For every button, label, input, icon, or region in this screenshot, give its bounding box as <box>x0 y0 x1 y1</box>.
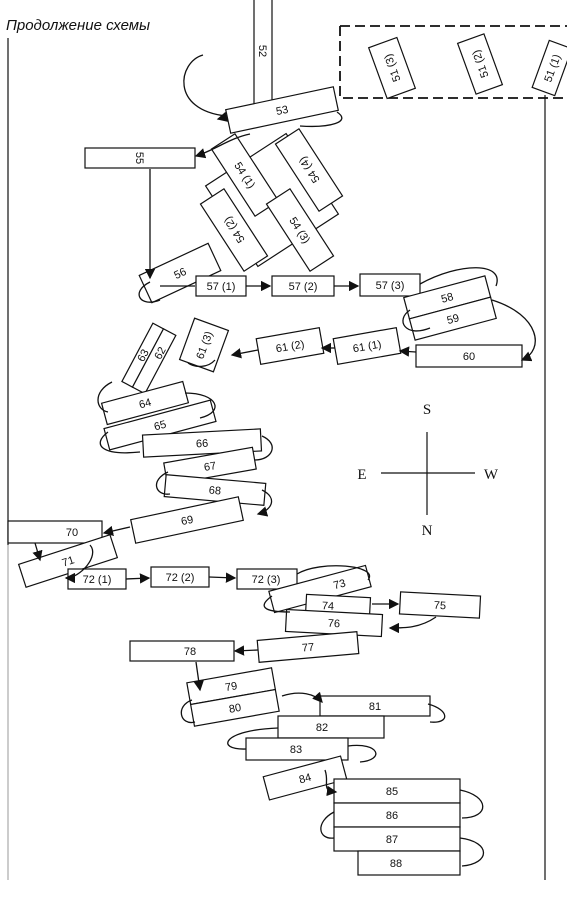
svg-text:61 (1): 61 (1) <box>352 339 382 356</box>
svg-text:83: 83 <box>290 744 302 756</box>
compass-south: S <box>423 402 431 418</box>
node-88: 88 <box>357 850 461 876</box>
compass-north: N <box>422 523 433 539</box>
svg-text:77: 77 <box>301 641 314 654</box>
svg-text:66: 66 <box>196 438 209 451</box>
node-76: 76 <box>284 608 384 638</box>
node-62-63: 63 62 <box>121 322 177 395</box>
node-72-1: 72 (1) <box>67 568 127 590</box>
node-60: 60 <box>415 344 523 368</box>
node-79-80: 79 80 <box>186 667 280 727</box>
node-77: 77 <box>256 631 360 663</box>
svg-text:72 (2): 72 (2) <box>166 572 195 584</box>
compass: S N E W <box>357 402 499 539</box>
svg-text:52: 52 <box>256 45 268 57</box>
compass-east: E <box>357 467 366 483</box>
svg-text:81: 81 <box>369 701 381 713</box>
node-64: 64 <box>100 380 190 426</box>
node-84: 84 <box>262 755 348 801</box>
svg-text:78: 78 <box>184 646 196 658</box>
node-57-3: 57 (3) <box>359 273 421 297</box>
node-72-3: 72 (3) <box>236 568 298 590</box>
node-61-2: 61 (2) <box>255 326 325 366</box>
node-83: 83 <box>245 737 349 761</box>
svg-text:53: 53 <box>275 104 289 118</box>
svg-text:72 (1): 72 (1) <box>83 574 112 586</box>
svg-text:70: 70 <box>66 527 78 539</box>
node-75: 75 <box>398 591 482 619</box>
svg-text:86: 86 <box>386 810 398 822</box>
svg-text:60: 60 <box>463 351 475 363</box>
svg-text:68: 68 <box>208 484 221 497</box>
scheme-title: Продолжение схемы <box>6 17 150 34</box>
node-54-3: 54 (3) <box>265 187 335 273</box>
node-58-59: 58 59 <box>403 275 497 341</box>
svg-text:74: 74 <box>322 600 335 613</box>
svg-text:73: 73 <box>332 577 347 592</box>
node-78: 78 <box>129 640 235 662</box>
svg-text:85: 85 <box>386 786 398 798</box>
node-65: 65 <box>103 399 217 451</box>
svg-text:69: 69 <box>180 514 194 528</box>
node-51-2: 51 (2) <box>456 33 504 95</box>
compass-west: W <box>484 467 499 483</box>
node-61-3: 61 (3) <box>178 317 230 373</box>
node-70: 70 <box>7 520 103 544</box>
svg-text:75: 75 <box>434 600 447 613</box>
node-81: 81 <box>319 695 431 717</box>
svg-text:57 (3): 57 (3) <box>376 280 405 292</box>
svg-text:61 (2): 61 (2) <box>275 339 305 356</box>
node-73: 73 <box>268 564 372 614</box>
node-71: 71 <box>17 533 119 589</box>
node-51-1: 51 (1) <box>531 39 567 97</box>
svg-text:80: 80 <box>228 702 242 716</box>
svg-text:65: 65 <box>153 419 168 434</box>
svg-text:63: 63 <box>135 347 151 363</box>
node-54-1: 54 (1) <box>210 132 280 218</box>
svg-text:57 (1): 57 (1) <box>207 281 236 293</box>
svg-text:67: 67 <box>203 460 217 474</box>
svg-text:79: 79 <box>224 680 238 694</box>
node-85: 85 <box>333 778 461 804</box>
svg-text:58: 58 <box>440 291 455 306</box>
node-68: 68 <box>163 474 267 506</box>
svg-text:71: 71 <box>61 554 76 569</box>
node-52: 52 <box>253 0 273 112</box>
node-86: 86 <box>333 802 461 828</box>
svg-text:55: 55 <box>133 152 145 164</box>
node-72-2: 72 (2) <box>150 566 210 588</box>
svg-text:57 (2): 57 (2) <box>289 281 318 293</box>
svg-text:88: 88 <box>390 858 402 870</box>
node-66: 66 <box>141 428 263 458</box>
node-87: 87 <box>333 826 461 852</box>
svg-text:87: 87 <box>386 834 398 846</box>
node-54-2: 54 (2) <box>199 187 269 273</box>
node-57-1: 57 (1) <box>195 275 247 297</box>
svg-text:82: 82 <box>316 722 328 734</box>
node-55: 55 <box>84 147 196 169</box>
svg-text:64: 64 <box>138 397 153 412</box>
node-51-3: 51 (3) <box>367 36 417 100</box>
svg-text:76: 76 <box>328 618 341 631</box>
svg-text:84: 84 <box>298 772 313 787</box>
node-61-1: 61 (1) <box>332 326 402 366</box>
svg-text:72 (3): 72 (3) <box>252 574 281 586</box>
node-54-4: 54 (4) <box>274 127 344 213</box>
node-57-2: 57 (2) <box>271 275 335 297</box>
svg-text:62: 62 <box>152 345 168 361</box>
svg-text:56: 56 <box>172 266 188 282</box>
node-82: 82 <box>277 715 385 739</box>
connectors <box>32 54 536 867</box>
svg-text:59: 59 <box>446 312 461 327</box>
node-69: 69 <box>129 496 245 544</box>
node-53: 53 <box>224 86 340 134</box>
dashed-frame <box>339 25 567 99</box>
